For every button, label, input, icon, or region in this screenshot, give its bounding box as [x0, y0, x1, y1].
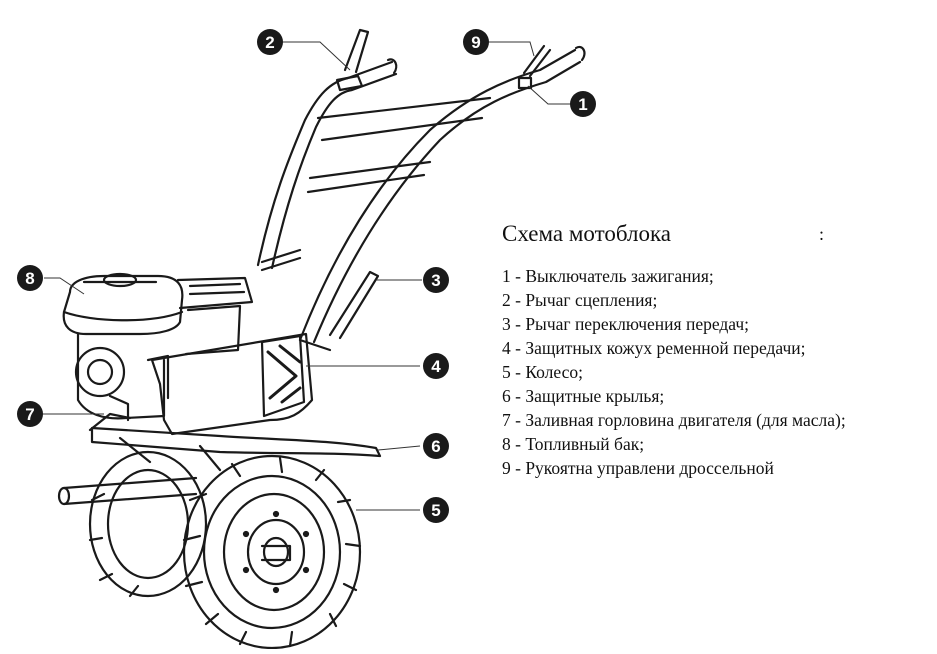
- engine: [62, 272, 254, 422]
- legend-list: 1 - Выключатель зажигания; 2 - Рычаг сце…: [502, 264, 932, 480]
- throttle-lever: [517, 44, 552, 90]
- callout-number-9: 9: [471, 33, 480, 52]
- legend-title: Схема мотоблока: [502, 221, 671, 246]
- callout-number-8: 8: [25, 269, 34, 288]
- fender: [88, 412, 382, 472]
- belt-guard: [150, 332, 314, 436]
- legend-item-6: 6 - Защитные крылья;: [502, 386, 665, 406]
- callout-badge-5: 5: [423, 497, 449, 523]
- callout-badge-2: 2: [257, 29, 283, 55]
- callout-badge-7: 7: [17, 401, 43, 427]
- stray-mark: :: [819, 224, 825, 244]
- axle: [57, 476, 198, 506]
- legend-item-2: 2 - Рычаг сцепления;: [502, 290, 658, 310]
- legend-item-9: 9 - Рукоятна управлени дроссельной: [502, 458, 774, 478]
- callout-badge-8: 8: [17, 265, 43, 291]
- callout-badge-4: 4: [423, 353, 449, 379]
- legend-item-7: 7 - Заливная горловина двигателя (для ма…: [502, 410, 846, 430]
- front-wheel: [182, 454, 362, 650]
- legend-item-4: 4 - Защитных кожух ременной передачи;: [502, 338, 806, 358]
- callout-number-2: 2: [265, 33, 274, 52]
- handlebar: [256, 45, 586, 352]
- legend-item-1: 1 - Выключатель зажигания;: [502, 266, 714, 286]
- callout-badge-6: 6: [423, 433, 449, 459]
- callout-number-4: 4: [431, 357, 441, 376]
- callout-badge-9: 9: [463, 29, 489, 55]
- legend: Схема мотоблока 1 - Выключатель зажигани…: [502, 218, 932, 480]
- callout-number-5: 5: [431, 501, 440, 520]
- callout-badge-1: 1: [570, 91, 596, 117]
- callout-number-6: 6: [431, 437, 440, 456]
- clutch-lever: [335, 28, 370, 92]
- legend-item-5: 5 - Колесо;: [502, 362, 583, 382]
- leader-lines: [42, 41, 572, 511]
- legend-item-3: 3 - Рычаг переключения передач;: [502, 314, 750, 334]
- gear-lever: [260, 248, 380, 340]
- callout-number-3: 3: [431, 271, 440, 290]
- callout-badge-3: 3: [423, 267, 449, 293]
- callout-number-1: 1: [578, 95, 587, 114]
- legend-item-8: 8 - Топливный бак;: [502, 434, 645, 454]
- callout-number-7: 7: [25, 405, 34, 424]
